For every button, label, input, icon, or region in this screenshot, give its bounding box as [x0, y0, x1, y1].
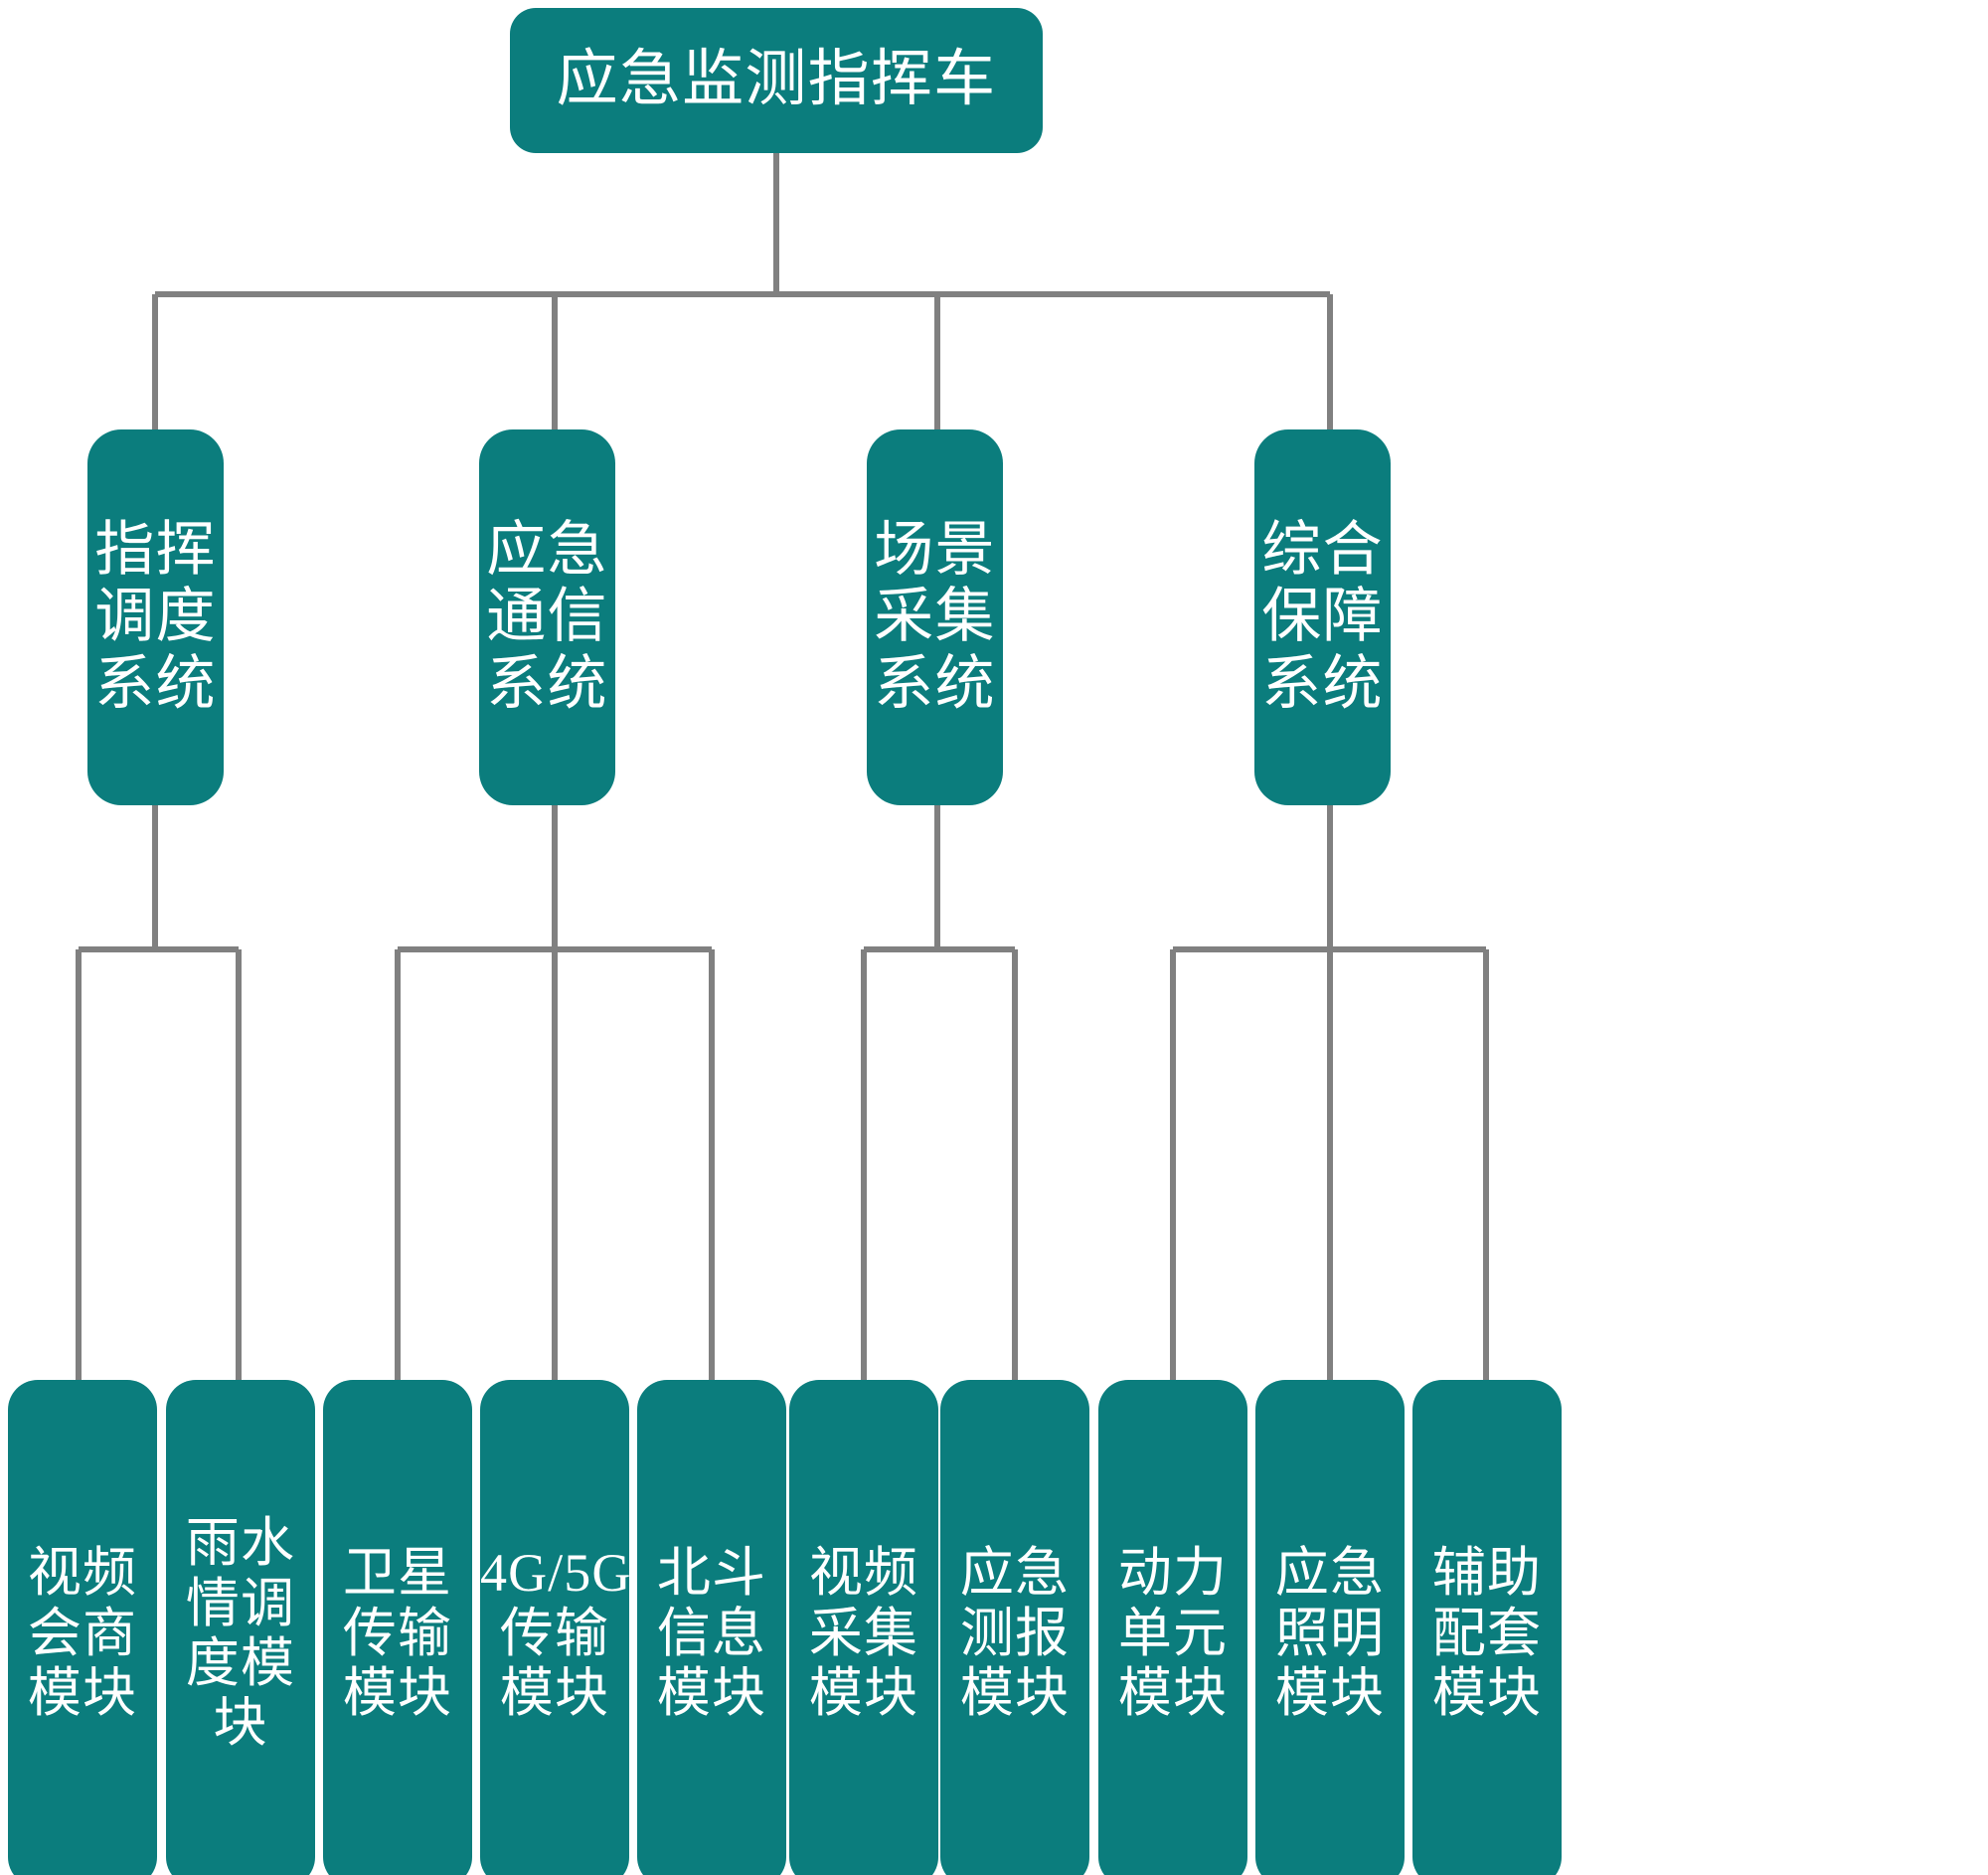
node-system-3-label: 场景采集系统: [874, 517, 996, 717]
node-module-5-label: 北斗信息模块: [656, 1543, 767, 1724]
node-module-7[interactable]: 应急测报模块: [940, 1380, 1089, 1875]
node-system-1-label: 指挥调度系统: [94, 517, 217, 717]
node-module-4-label: 4G/5G传输模块: [480, 1543, 632, 1724]
node-system-4-label: 综合保障系统: [1261, 517, 1384, 717]
node-root-label: 应急监测指挥车: [556, 46, 997, 114]
node-module-6[interactable]: 视频采集模块: [789, 1380, 938, 1875]
node-module-3-label: 卫星传输模块: [342, 1543, 453, 1724]
node-system-3[interactable]: 场景采集系统: [867, 429, 1003, 805]
node-module-6-label: 视频采集模块: [808, 1543, 919, 1724]
node-module-9[interactable]: 应急照明模块: [1255, 1380, 1405, 1875]
node-module-2-label: 雨水情调度模块: [185, 1513, 296, 1754]
node-module-9-label: 应急照明模块: [1274, 1543, 1386, 1724]
node-module-2[interactable]: 雨水情调度模块: [166, 1380, 315, 1875]
node-root[interactable]: 应急监测指挥车: [510, 8, 1043, 153]
node-system-2-label: 应急通信系统: [486, 517, 608, 717]
node-module-1-label: 视频会商模块: [27, 1543, 138, 1724]
node-module-10[interactable]: 辅助配套模块: [1412, 1380, 1562, 1875]
node-system-1[interactable]: 指挥调度系统: [87, 429, 224, 805]
node-module-5[interactable]: 北斗信息模块: [637, 1380, 786, 1875]
node-module-3[interactable]: 卫星传输模块: [323, 1380, 472, 1875]
node-module-8[interactable]: 动力单元模块: [1098, 1380, 1247, 1875]
node-module-4[interactable]: 4G/5G传输模块: [480, 1380, 632, 1875]
node-module-8-label: 动力单元模块: [1117, 1543, 1229, 1724]
node-module-1[interactable]: 视频会商模块: [8, 1380, 157, 1875]
node-module-10-label: 辅助配套模块: [1431, 1543, 1543, 1724]
node-module-7-label: 应急测报模块: [959, 1543, 1071, 1724]
node-system-4[interactable]: 综合保障系统: [1254, 429, 1391, 805]
node-system-2[interactable]: 应急通信系统: [479, 429, 615, 805]
